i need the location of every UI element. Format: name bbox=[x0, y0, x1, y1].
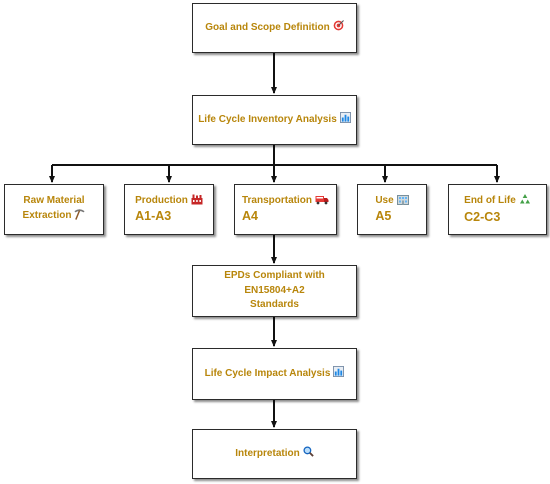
bar-chart-icon bbox=[339, 111, 351, 129]
node-raw-material: Raw Material Extraction bbox=[4, 184, 104, 235]
target-icon bbox=[333, 19, 344, 37]
node-use: Use A5 bbox=[357, 184, 427, 235]
node-eol-code: C2-C3 bbox=[464, 209, 501, 224]
node-epd-line1: EPDs Compliant with EN15804+A2 bbox=[224, 270, 325, 296]
node-transportation-label: Transportation bbox=[241, 194, 312, 206]
node-transportation: Transportation A4 bbox=[234, 184, 337, 235]
node-epd-line2: Standards bbox=[250, 299, 299, 311]
node-interp-label: Interpretation bbox=[235, 447, 300, 459]
node-use-code: A5 bbox=[375, 209, 392, 223]
node-lci: Life Cycle Inventory Analysis bbox=[192, 95, 357, 145]
recycle-icon bbox=[519, 193, 531, 211]
factory-icon bbox=[191, 194, 203, 211]
node-eol-label: End of Life bbox=[464, 195, 516, 206]
node-interpretation: Interpretation bbox=[192, 429, 357, 479]
node-transportation-code: A4 bbox=[241, 209, 258, 223]
node-production-label: Production bbox=[135, 194, 188, 206]
node-epd-compliant: EPDs Compliant with EN15804+A2 Standards bbox=[192, 265, 357, 317]
pickaxe-icon bbox=[74, 208, 86, 226]
building-icon bbox=[396, 194, 409, 211]
node-lci-label: Life Cycle Inventory Analysis bbox=[198, 113, 337, 125]
bar-chart-icon bbox=[333, 365, 345, 383]
node-lcia-label: Life Cycle Impact Analysis bbox=[204, 367, 331, 379]
magnifier-icon bbox=[303, 446, 314, 463]
node-raw-line2: Extraction bbox=[22, 209, 72, 221]
node-end-of-life: End of Life C2-C3 bbox=[448, 184, 547, 235]
node-production-code: A1-A3 bbox=[135, 209, 172, 223]
node-use-label: Use bbox=[375, 194, 394, 206]
truck-icon bbox=[315, 195, 329, 211]
node-goal-scope: Goal and Scope Definition bbox=[192, 3, 357, 53]
node-raw-line1: Raw Material bbox=[23, 195, 85, 206]
node-goal-label: Goal and Scope Definition bbox=[205, 21, 330, 33]
node-production: Production A1-A3 bbox=[124, 184, 214, 235]
node-lcia: Life Cycle Impact Analysis bbox=[192, 348, 357, 400]
